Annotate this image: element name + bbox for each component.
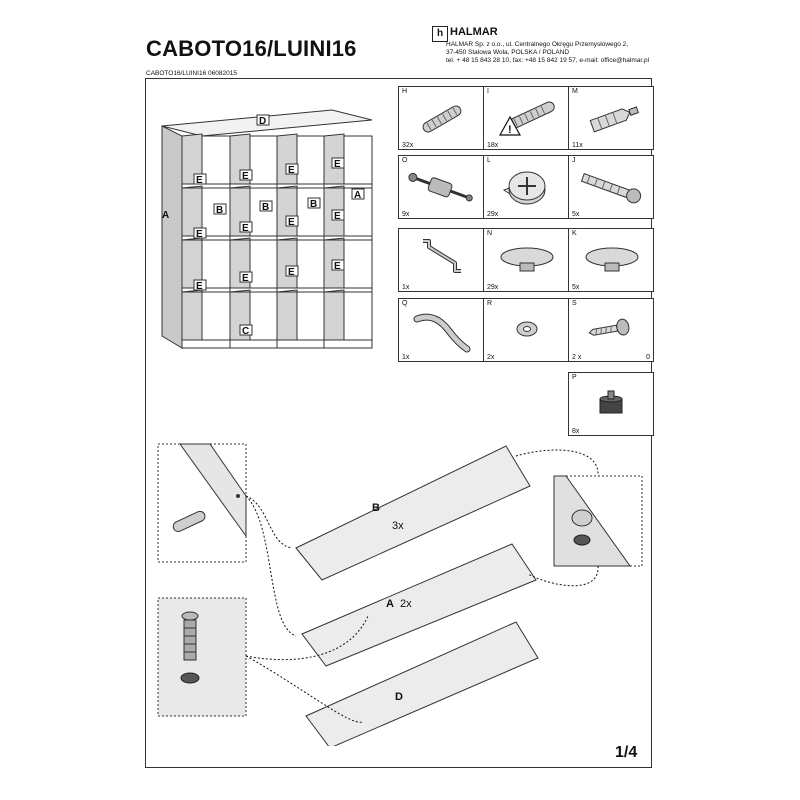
- brand-name: HALMAR: [450, 26, 498, 38]
- part-Q: Q 1x: [398, 298, 484, 362]
- page-number: 1/4: [615, 744, 638, 761]
- label-left-side: A: [162, 210, 169, 221]
- part-S: S 2 x 0: [568, 298, 654, 362]
- label-shelf-1: E: [196, 175, 203, 186]
- wall-strap-icon: [413, 313, 471, 353]
- label-divider-1: B: [216, 205, 223, 216]
- cover-cap-icon: [500, 247, 554, 272]
- label-shelf-6: E: [288, 217, 295, 228]
- part-M: M 11x: [568, 86, 654, 150]
- board-D-label: D: [395, 691, 403, 703]
- part-I: I ! 18x: [483, 86, 569, 150]
- label-shelf-5: E: [242, 223, 249, 234]
- label-right-side: A: [354, 190, 361, 201]
- furniture-foot-icon: [599, 390, 623, 414]
- wall-plug-screw-icon: [580, 172, 642, 204]
- label-shelf-3: E: [288, 165, 295, 176]
- board-A-label: A: [386, 598, 394, 610]
- document-title: CABOTO16/LUINI16: [146, 36, 357, 61]
- part-O: O 9x: [398, 155, 484, 219]
- connector-bolt-icon: [408, 172, 473, 202]
- cover-cap-icon: [585, 247, 639, 272]
- left-side-panel: [161, 125, 183, 349]
- label-shelf-10: E: [288, 267, 295, 278]
- part-P: P 8x: [568, 372, 654, 436]
- label-bottom-panel: C: [242, 326, 249, 337]
- label-shelf-4: E: [334, 159, 341, 170]
- allen-key-icon: [423, 239, 461, 273]
- wooden-dowel-icon: [422, 105, 462, 133]
- bookcase-illustration: D A A C B B B E E E E E E E E E E E: [161, 109, 373, 349]
- label-divider-2: B: [262, 202, 269, 213]
- brand-address-line2: 37-450 Stalowa Wola, POLSKA / POLAND: [446, 49, 570, 56]
- bolt-detail-inset: [157, 597, 247, 717]
- label-shelf-9: E: [242, 273, 249, 284]
- screw-icon: [588, 318, 630, 336]
- label-shelf-2: E: [242, 171, 249, 182]
- board-B: [295, 445, 531, 581]
- washer-icon: [516, 321, 538, 337]
- part-N: N 29x: [483, 228, 569, 292]
- part-R: R 2x: [483, 298, 569, 362]
- board-D: [305, 621, 539, 746]
- label-shelf-8: E: [196, 229, 203, 240]
- cam-lock-icon: [502, 171, 546, 205]
- assembly-diagram: [157, 443, 643, 746]
- brand-address-line3: tel. + 48 15 843 28 10, fax: +48 15 842 …: [446, 57, 650, 64]
- wooden-dowel-warning-icon: !: [498, 101, 555, 136]
- part-J: J 5x: [568, 155, 654, 219]
- part-allen-key: 1x: [398, 228, 484, 292]
- label-shelf-12: E: [196, 281, 203, 292]
- part-K: K 5x: [568, 228, 654, 292]
- board-A-qty: 2x: [400, 598, 412, 610]
- label-shelf-11: E: [334, 261, 341, 272]
- label-shelf-7: E: [334, 211, 341, 222]
- plastic-anchor-icon: [589, 106, 640, 133]
- document-code: CABOTO16/LUINI16 06082015: [146, 70, 237, 77]
- brand-address-line1: HALMAR Sp. z o.o., ul. Centralnego Okręg…: [446, 41, 629, 48]
- part-H: H 32x: [398, 86, 484, 150]
- board-B-label: B: [372, 502, 380, 514]
- label-top-panel: D: [259, 116, 266, 127]
- part-L: L 29x: [483, 155, 569, 219]
- halmar-logo-icon: h: [432, 26, 448, 42]
- label-divider-3: B: [310, 199, 317, 210]
- board-B-qty: 3x: [392, 520, 404, 532]
- svg-text:!: !: [508, 124, 512, 136]
